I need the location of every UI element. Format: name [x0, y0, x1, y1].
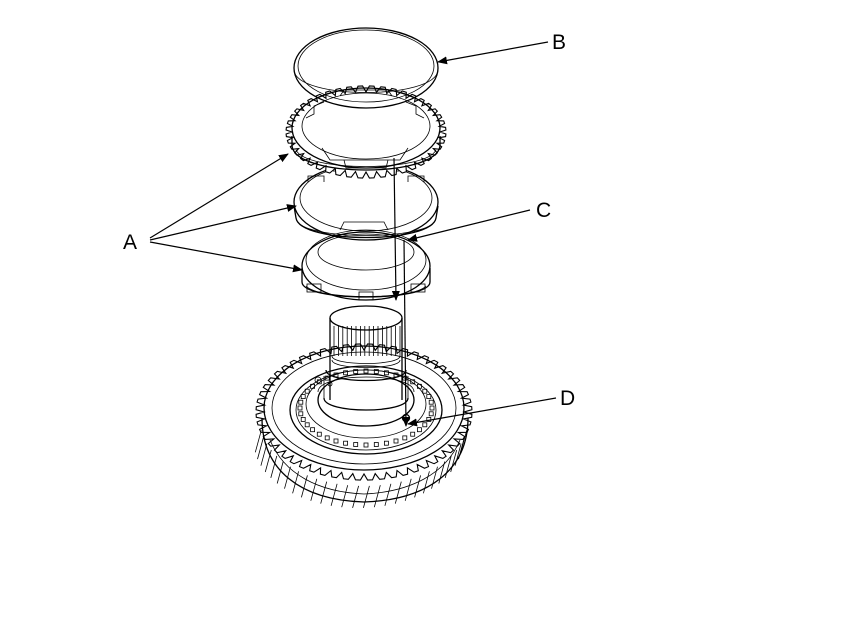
middle-cone-ring	[293, 163, 439, 241]
leader-lines	[149, 41, 557, 427]
top-ring	[293, 27, 439, 109]
splined-shaft	[323, 305, 409, 411]
main-gear	[254, 343, 473, 509]
callout-c: C	[536, 199, 552, 222]
upper-synchro-ring	[285, 85, 447, 179]
callout-d: D	[560, 387, 576, 410]
callout-b: B	[552, 31, 567, 54]
alignment-arrows	[391, 157, 410, 427]
callout-a: A	[123, 231, 138, 254]
